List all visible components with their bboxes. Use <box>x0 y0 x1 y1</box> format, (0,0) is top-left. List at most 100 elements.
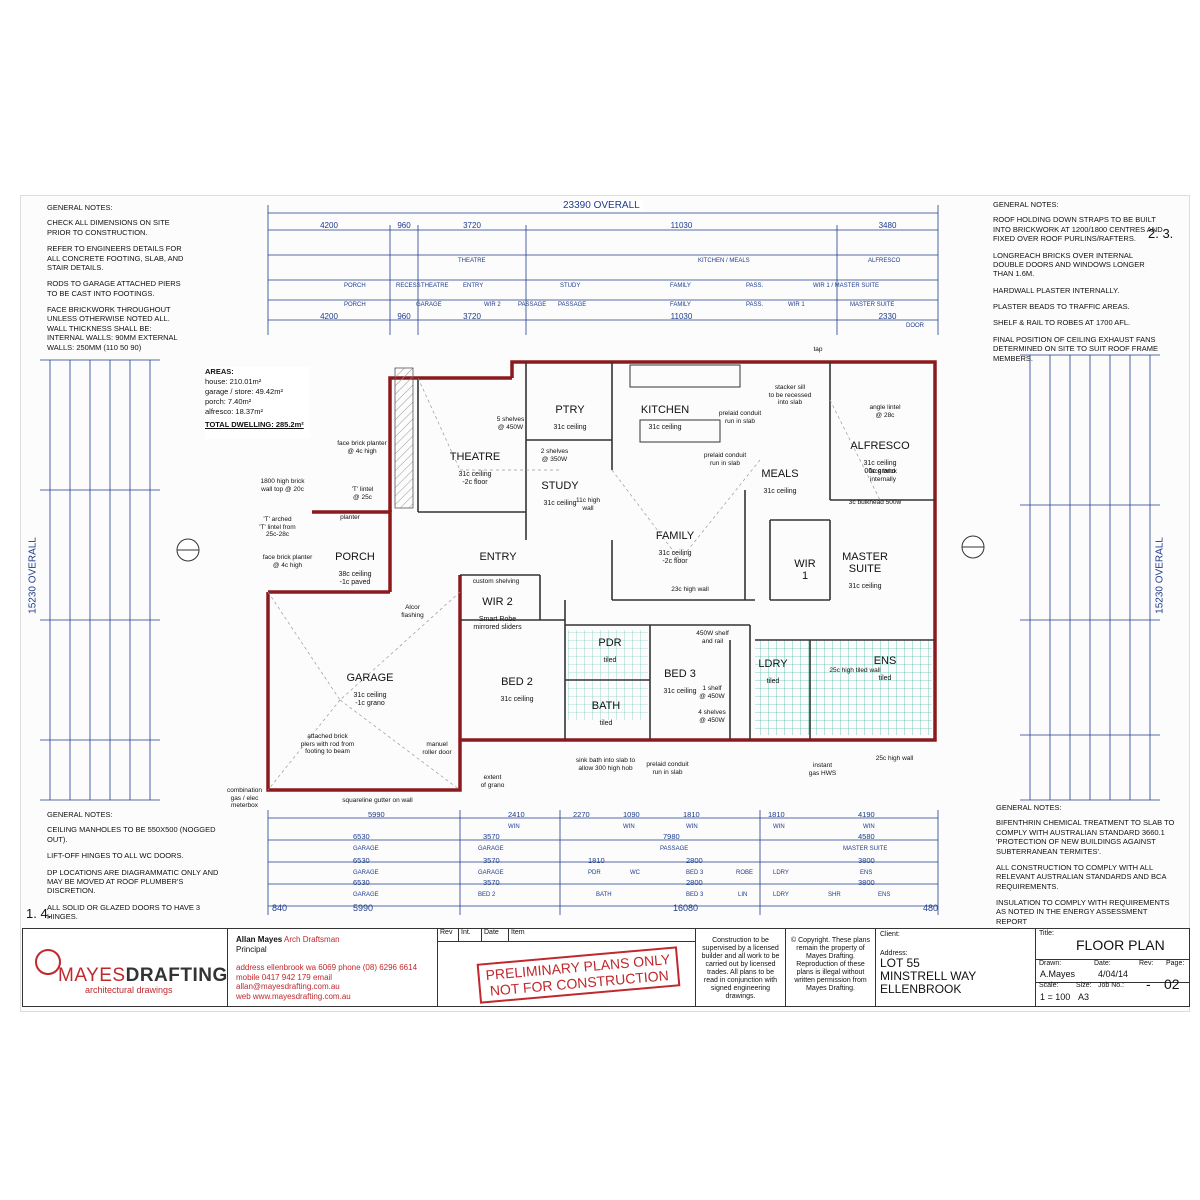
dim-text: 2800 <box>686 856 703 865</box>
dim-text: 3480 <box>878 221 897 230</box>
brand-sub: architectural drawings <box>85 985 173 995</box>
note-item: DP LOCATIONS ARE DIAGRAMMATIC ONLY AND M… <box>47 867 219 896</box>
room-family: FAMILY 31c ceiling -2c floor <box>645 522 705 574</box>
dim-text: 2800 <box>686 878 703 887</box>
area-garage: garage / store: 49.42m² <box>205 387 283 396</box>
dim-text: 3800 <box>858 878 875 887</box>
dim-text: 2330 <box>878 312 897 321</box>
annotation: face brick planter @ 4c high <box>262 554 313 569</box>
note-item: RODS TO GARAGE ATTACHED PIERS TO BE CAST… <box>47 279 181 298</box>
room-ptry: PTRY 31c ceiling <box>540 396 600 440</box>
address-line1: LOT 55 <box>880 956 920 970</box>
scale-label: Scale: <box>1039 982 1059 989</box>
dim-text: 6530 <box>353 856 370 865</box>
room-note: tiled <box>599 720 613 727</box>
date-label: Date: <box>1094 960 1111 967</box>
note-item: ROOF HOLDING DOWN STRAPS TO BE BUILT INT… <box>993 215 1163 244</box>
note-item: CHECK ALL DIMENSIONS ON SITE PRIOR TO CO… <box>47 218 170 237</box>
room-note: 31c ceiling <box>763 488 797 495</box>
room-name: PORCH <box>335 551 375 563</box>
dim-text: 6530 <box>353 878 370 887</box>
dim-label: WIR 2 <box>484 302 501 308</box>
dim-text: 3720 <box>463 221 481 230</box>
size-value: A3 <box>1078 992 1090 1002</box>
copyright-cell: © Copyright. These plans remain the prop… <box>786 929 876 1006</box>
room-meals: MEALS 31c ceiling <box>750 460 810 504</box>
dim-label: PASS. <box>746 302 764 308</box>
dim-label: BED 2 <box>478 892 496 898</box>
dim-label: SHR <box>828 892 841 898</box>
room-name: FAMILY <box>655 530 695 542</box>
client-cell: Client: Address: LOT 55 MINSTRELL WAY EL… <box>876 929 1036 1006</box>
room-name: ENTRY <box>479 551 517 563</box>
room-entry: ENTRY <box>468 543 528 571</box>
note-item: ALL SOLID OR GLAZED DOORS TO HAVE 3 HING… <box>47 902 201 921</box>
dim-text: 4580 <box>858 832 875 841</box>
dim-label: PORCH <box>344 302 366 308</box>
room-name: BED 2 <box>501 676 533 688</box>
room-note: 31c ceiling -1c grano <box>353 692 387 707</box>
annotation: 25c high tiled wall <box>829 667 881 674</box>
dim-label: GARAGE <box>416 302 442 308</box>
room-bed2: BED 2 31c ceiling <box>487 668 547 712</box>
annotation: face brick internally <box>869 468 897 483</box>
construction-note-cell: Construction to be supervised by a licen… <box>696 929 786 1006</box>
dim-text: 5990 <box>368 810 385 819</box>
dim-label: GARAGE <box>353 870 379 876</box>
room-ldry: LDRY tiled <box>755 650 791 694</box>
dim-label: WIN <box>863 824 875 830</box>
rev-label: Rev: <box>1139 960 1154 967</box>
note-item: ALL CONSTRUCTION TO COMPLY WITH ALL RELE… <box>996 862 1167 891</box>
note-item: PLASTER BEADS TO TRAFFIC AREAS. <box>993 302 1130 311</box>
dim-label: GARAGE <box>353 892 379 898</box>
dim-text: 1810 <box>768 810 785 819</box>
dim-text: 480 <box>923 903 939 913</box>
annotation: 11c high wall <box>575 497 601 512</box>
annotation: 5 shelves @ 450W <box>496 416 525 431</box>
annotation: 25c high wall <box>875 755 914 762</box>
dim-label: GARAGE <box>353 846 379 852</box>
area-total: TOTAL DWELLING: 285.2m² <box>205 420 304 429</box>
annotation: 'T' lintel @ 25c <box>351 486 374 501</box>
overall-width-label: 23390 OVERALL <box>560 200 643 211</box>
dim-label: FAMILY <box>670 283 691 289</box>
dim-left-edge: 840 <box>272 903 288 913</box>
overall-height-right: 15230 OVERALL <box>1154 537 1166 614</box>
corner-marker-top-right: 2. 3. <box>1148 226 1174 241</box>
room-theatre: THEATRE 31c ceiling -2c floor <box>445 443 505 495</box>
note-item: REFER TO ENGINEERS DETAILS FOR ALL CONCR… <box>47 244 184 272</box>
annotation: 1 shelf @ 450W <box>699 685 725 700</box>
room-name: LDRY <box>758 658 788 670</box>
dim-label: LDRY <box>773 892 789 898</box>
dim-label: KITCHEN / MEALS <box>698 258 750 264</box>
top-dims-row1: 4200 960 3720 11030 3480 <box>268 221 938 230</box>
dim-label: BED 3 <box>686 870 704 876</box>
room-alfresco: ALFRESCO 31c ceiling 00c grano <box>845 432 915 484</box>
general-notes-right-bottom: GENERAL NOTES: BIFENTHRIN CHEMICAL TREAT… <box>996 803 1176 933</box>
dim-text: 3800 <box>858 856 875 865</box>
brand-logo: MAYESDRAFTING <box>58 965 228 987</box>
dim-text: 2410 <box>508 810 525 819</box>
annotation: angle lintel @ 28c <box>869 404 901 419</box>
annotation: prelaid conduit run in slab <box>718 410 762 425</box>
notes-heading: GENERAL NOTES: <box>47 810 113 819</box>
notes-heading: GENERAL NOTES: <box>996 803 1062 812</box>
room-kitchen: KITCHEN 31c ceiling <box>635 396 695 440</box>
drafter-name: Allan Mayes <box>236 935 283 944</box>
dim-label: WC <box>630 870 640 876</box>
dim-label: WIN <box>773 824 785 830</box>
dim-label: WIN <box>623 824 635 830</box>
note-item: CEILING MANHOLES TO BE 550x500 (NOGGED O… <box>47 825 216 844</box>
annotation: 3c bulkhead 500w <box>848 499 902 506</box>
note-item: LONGREACH BRICKS OVER INTERNAL DOUBLE DO… <box>993 250 1145 279</box>
dim-label: LDRY <box>773 870 789 876</box>
notes-heading: GENERAL NOTES: <box>993 200 1059 209</box>
room-name: WIR 1 <box>794 558 816 582</box>
note-item: FACE BRICKWORK THROUGHOUT UNLESS OTHERWI… <box>47 305 178 352</box>
room-name: STUDY <box>541 480 579 492</box>
dim-label: WIN <box>508 824 520 830</box>
note-item: HARDWALL PLASTER INTERNALLY. <box>993 285 1120 295</box>
drafter-web: web www.mayesdrafting.com.au <box>236 991 351 1001</box>
room-note: Smart Robe mirrored sliders <box>473 616 522 631</box>
annotation: manuel roller door <box>422 741 452 756</box>
